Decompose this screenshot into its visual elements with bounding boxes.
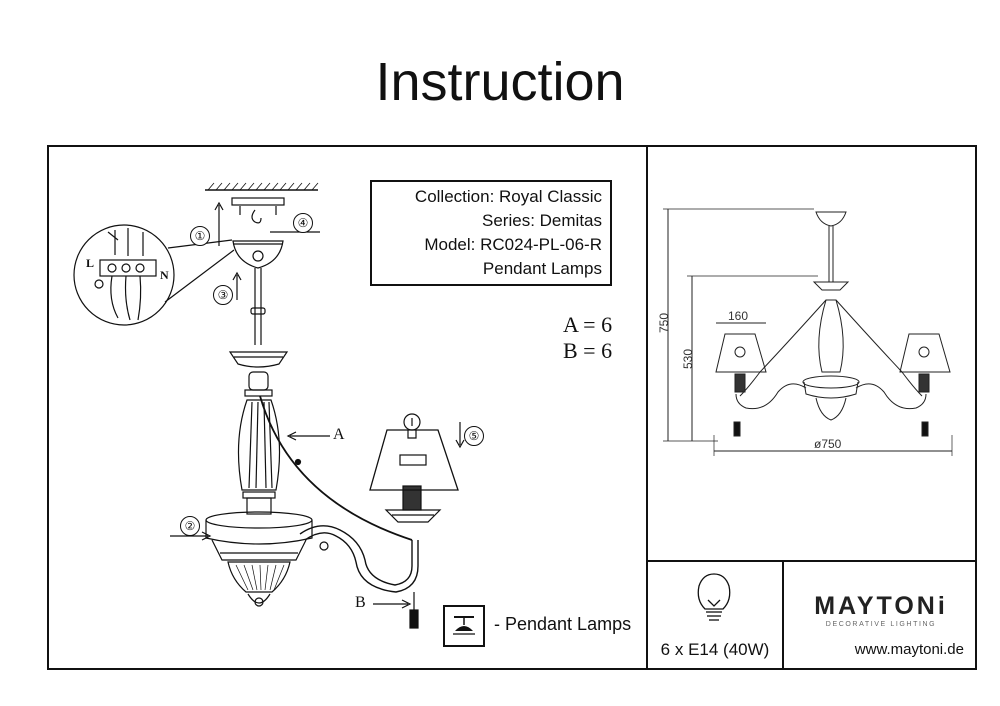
type-text: Pendant Lamps (482, 259, 602, 278)
wire-label-l: L (86, 256, 95, 270)
brand-logo: MAYTONi (814, 592, 948, 620)
count-a: A = 6 (563, 312, 613, 337)
footer-divider (646, 560, 977, 562)
wire-label-n: N (160, 268, 169, 282)
count-b: B = 6 (563, 338, 613, 363)
step-5-marker: ⑤ (464, 426, 484, 446)
series-text: Series: Demitas (482, 211, 602, 230)
page-title: Instruction (375, 52, 625, 112)
diameter-label: ø750 (814, 437, 842, 451)
brand-tagline: DECORATIVE LIGHTING (825, 621, 937, 628)
model-text: Model: RC024-PL-06-R (424, 235, 602, 254)
callout-b: B (355, 594, 366, 611)
legend-label: - Pendant Lamps (494, 614, 632, 634)
product-info-box: Collection: Royal Classic Series: Demita… (370, 180, 612, 286)
footer-split (782, 560, 784, 670)
shade-width-label: 160 (728, 309, 749, 323)
panel-divider (646, 145, 648, 670)
collection-text: Collection: Royal Classic (414, 187, 602, 206)
step-2-marker: ② (180, 516, 200, 536)
step-4-marker: ④ (293, 213, 313, 233)
callout-a: A (333, 426, 345, 443)
step-3-marker: ③ (213, 285, 233, 305)
website-link[interactable]: www.maytoni.de (854, 641, 964, 658)
instruction-frame (47, 145, 977, 670)
step-1-marker: ① (190, 226, 210, 246)
bulb-spec: 6 x E14 (40W) (660, 640, 770, 659)
pendant-lamp-icon (443, 605, 485, 647)
